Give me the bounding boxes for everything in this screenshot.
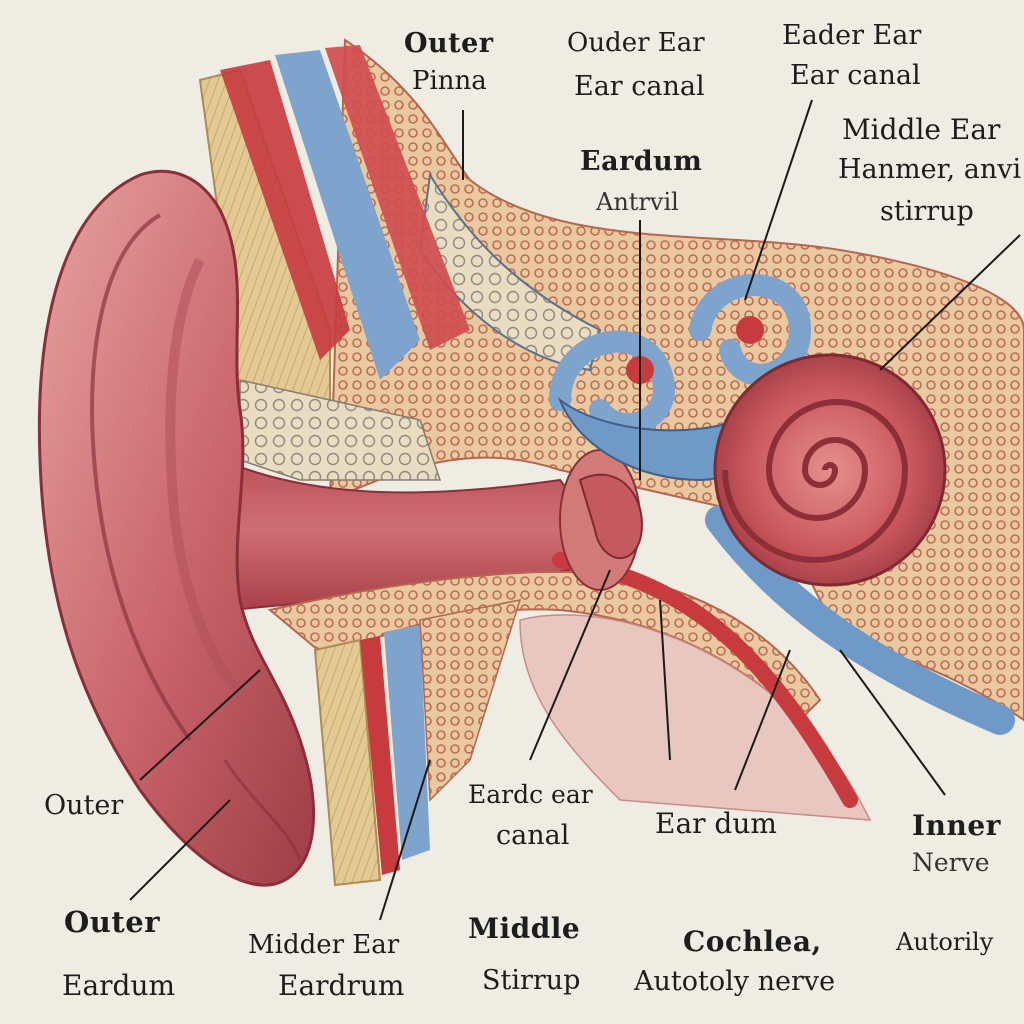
label-outer-bottom: Outer <box>64 905 160 939</box>
tissue-layer-blue <box>275 50 420 380</box>
label-eardrum-bottom: Eardrum <box>278 969 405 1002</box>
label-inner-title: Inner <box>912 809 1001 842</box>
earlobe <box>223 759 302 861</box>
lower-layer-bone <box>313 638 382 887</box>
label-middle-ear-right: Middle Ear <box>842 113 1001 146</box>
label-autoly-nerve: Autotoly nerve <box>634 966 836 997</box>
label-midder-ear: Midder Ear <box>248 930 400 960</box>
label-nerve: Nerve <box>912 848 990 877</box>
label-antrvil: Antrvil <box>596 188 679 216</box>
label-cochlea-title: Cochlea, <box>683 925 822 958</box>
label-middle-bottom: Middle <box>468 912 581 945</box>
lower-layer-red <box>360 636 400 875</box>
label-stirrup-bottom: Stirrup <box>482 965 581 996</box>
semicircular-canal-1 <box>549 330 675 436</box>
semicircular-canal-2 <box>689 274 812 386</box>
hammer-ossicle <box>578 473 643 560</box>
cochlea-spiral <box>722 399 909 563</box>
label-ear-canal-right: Ear canal <box>790 60 921 91</box>
pinna-antihelix <box>165 257 249 704</box>
label-outer-pinna-sub: Pinna <box>412 66 487 96</box>
label-eardcear-line2: canal <box>496 820 570 851</box>
label-eardcear-line1: Eardc ear <box>468 780 593 809</box>
label-outer-pinna-title: Outer <box>404 28 494 59</box>
label-eardum-bottom: Eardum <box>62 969 176 1002</box>
lower-layer-cells <box>419 599 522 802</box>
label-eardum-top: Eardum <box>580 146 703 177</box>
tissue-layer-red-2 <box>325 45 470 350</box>
label-outer-left: Outer <box>44 790 124 821</box>
label-stirrup-right: stirrup <box>880 196 974 227</box>
cochlea <box>713 353 947 587</box>
auditory-nerve-bundle <box>705 505 1015 735</box>
label-ouder-ear: Ouder Ear <box>567 28 705 58</box>
label-eader-ear: Eader Ear <box>782 20 922 51</box>
lower-layer-blue <box>384 625 430 860</box>
canal-ring-red-2 <box>736 316 764 344</box>
tissue-layer-red-1 <box>220 60 350 360</box>
label-hanmer-anvil: Hanmer, anvi <box>838 154 1022 185</box>
label-ear-canal-top: Ear canal <box>574 71 705 102</box>
pinna-helix-fold <box>90 213 192 742</box>
label-ear-dum: Ear dum <box>655 807 777 840</box>
label-autorily: Autorily <box>896 928 994 956</box>
leader-lines <box>129 99 1021 921</box>
